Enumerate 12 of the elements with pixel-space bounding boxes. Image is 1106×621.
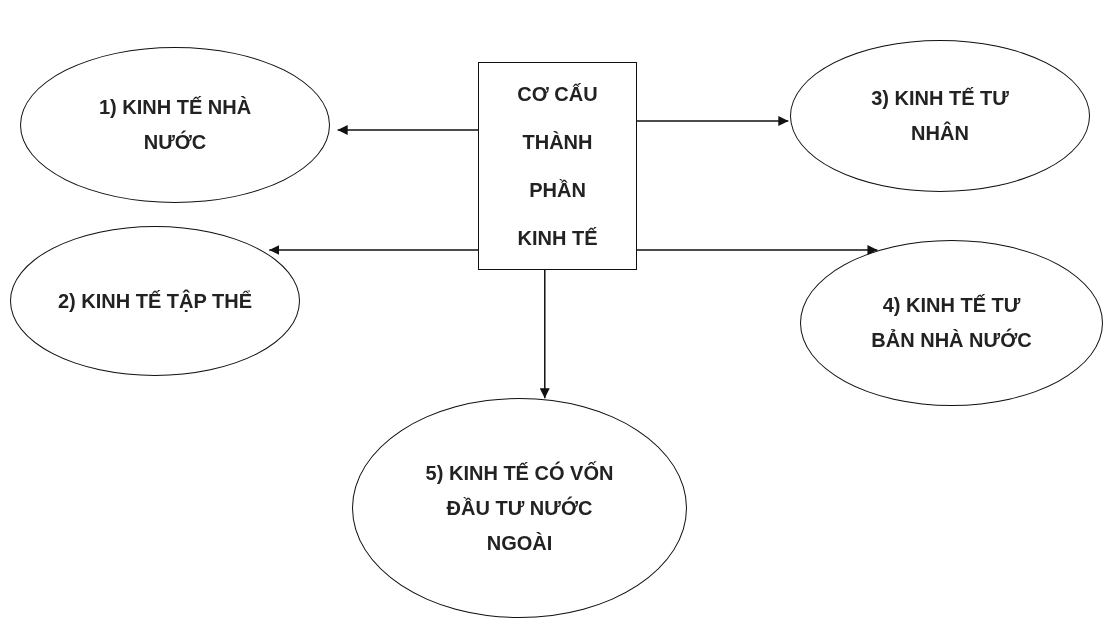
arrow bbox=[636, 116, 790, 126]
node-label: 1) KINH TẾ NHÀ NƯỚC bbox=[97, 95, 253, 155]
arrow bbox=[268, 245, 479, 255]
node-label: CƠ CẤU THÀNH PHẦN KINH TẾ bbox=[516, 82, 599, 251]
node-label: 5) KINH TẾ CÓ VỐN ĐẦU TƯ NƯỚC NGOÀI bbox=[424, 460, 615, 556]
arrow bbox=[636, 245, 879, 255]
arrow bbox=[336, 125, 479, 135]
arrow bbox=[539, 269, 550, 399]
node-label: 4) KINH TẾ TƯ BẢN NHÀ NƯỚC bbox=[870, 293, 1033, 353]
process-box bbox=[478, 62, 637, 270]
node-label: 2) KINH TẾ TẬP THỂ bbox=[56, 288, 254, 314]
node-label: 3) KINH TẾ TƯ NHÂN bbox=[870, 86, 1010, 146]
